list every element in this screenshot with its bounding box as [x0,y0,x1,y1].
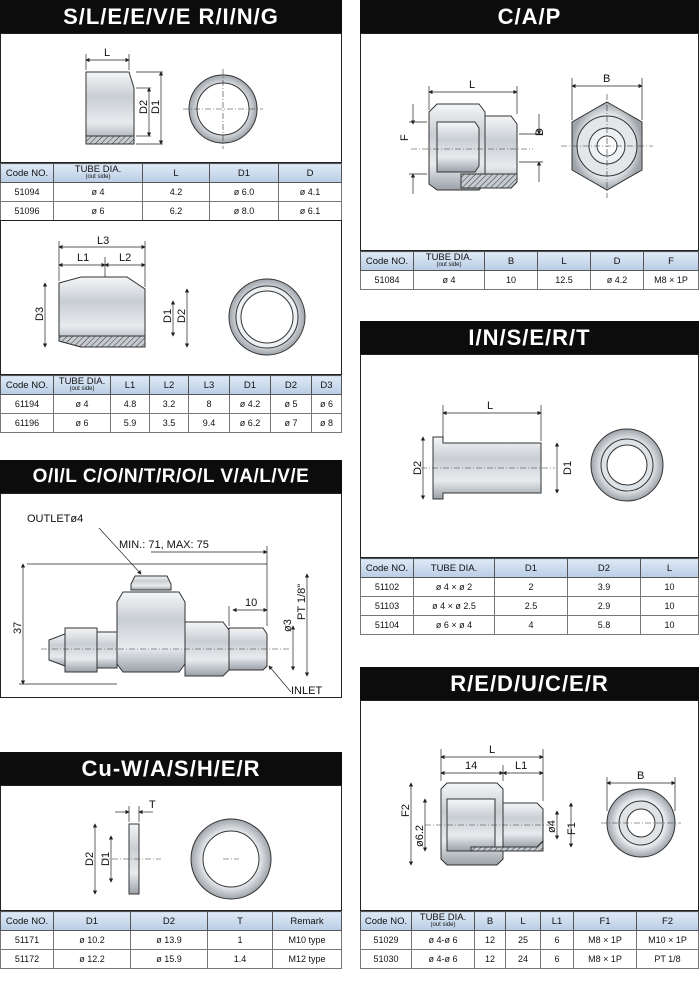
cap-title: C/A/P [497,4,562,29]
washer-title-bar: Cu-W/A/S/H/E/R [0,752,342,785]
valve-label-37: 37 [12,622,24,634]
reducer-title: R/E/D/U/C/E/R [450,671,609,696]
washer-title: Cu-W/A/S/H/E/R [81,756,261,781]
reducer-table: Code NO. TUBE DIA.(out side) B L L1 F1 F… [360,911,699,969]
washer-label-d1: D1 [100,852,112,866]
reducer-label-phi4: ø4 [546,820,558,833]
insert-label-d1: D1 [562,461,574,475]
cap-label-l: L [469,79,475,91]
reducer-label-l1: L1 [515,760,527,772]
reducer-title-bar: R/E/D/U/C/E/R [360,667,699,700]
insert-label-d2: D2 [412,461,424,475]
sr2-label-l2: L2 [119,252,131,264]
insert-title-bar: I/N/S/E/R/T [360,321,699,354]
valve-label-outlet: OUTLETø4 [27,513,83,525]
insert-label-l: L [487,400,493,412]
reducer-label-14: 14 [465,760,477,772]
valve-label-inlet: INLET [291,685,322,697]
sr1-label-d2: D2 [138,100,150,114]
sr1-label-l: L [104,47,110,59]
insert-title: I/N/S/E/R/T [468,325,591,350]
sleeve-ring-table-1: Code NO. TUBE DIA.(out side) L D1 D 5109… [0,163,342,221]
sr-t1-h-l: L [142,163,210,183]
sr2-label-d3: D3 [34,307,46,321]
sleeve-ring-title: S/L/E/E/V/E R/I/N/G [63,4,279,29]
valve-label-phi3: ø3 [282,619,294,632]
reducer-label-phi62: ø6.2 [414,825,426,847]
sleeve-ring-drawing-2: L3 L1 L2 D3 D1 D2 [0,220,342,375]
sr2-label-d2: D2 [176,309,188,323]
valve-drawing: OUTLETø4 MIN.: 71, MAX: 75 37 10 ø3 PT 1… [0,493,342,698]
valve-label-range: MIN.: 71, MAX: 75 [119,539,209,551]
cap-label-f: F [399,134,411,141]
sr-t1-h-d: D [278,163,342,183]
cap-title-bar: C/A/P [360,0,699,33]
insert-drawing: L D2 D1 [360,354,699,558]
valve-label-pt: PT 1/8" [296,584,308,620]
sleeve-ring-drawing-1: L D2 D1 [0,33,342,163]
cap-drawing: L F D B [360,33,699,251]
sleeve-ring-table-2: Code NO. TUBE DIA.(out side) L1 L2 L3 D1… [0,375,342,433]
washer-label-t: T [149,799,156,811]
cap-label-d: D [534,128,546,136]
valve-label-10: 10 [245,597,257,609]
reducer-label-b: B [637,770,644,782]
reducer-label-l: L [489,744,495,756]
washer-drawing: T D2 D1 [0,785,342,911]
valve-title: O/I/L C/O/N/T/R/O/L V/A/L/V/E [32,466,310,487]
sr2-label-l3: L3 [97,235,109,247]
washer-label-d2: D2 [84,852,96,866]
valve-title-bar: O/I/L C/O/N/T/R/O/L V/A/L/V/E [0,460,342,493]
sr1-label-d1: D1 [150,100,162,114]
cap-table: Code NO. TUBE DIA.(out side) B L D F 510… [360,251,699,290]
sr2-label-l1: L1 [77,252,89,264]
sr2-label-d1: D1 [162,309,174,323]
cap-label-b: B [603,73,610,85]
sr-t1-h-code: Code NO. [0,163,54,183]
reducer-label-f2: F2 [400,804,412,817]
sleeve-ring-title-bar: S/L/E/E/V/E R/I/N/G [0,0,342,33]
reducer-drawing: L 14 L1 F2 ø6.2 ø4 F1 B [360,700,699,911]
reducer-label-f1: F1 [566,822,578,835]
sr-t1-h-d1: D1 [209,163,279,183]
sr-t1-h-tube: TUBE DIA.(out side) [53,163,143,183]
